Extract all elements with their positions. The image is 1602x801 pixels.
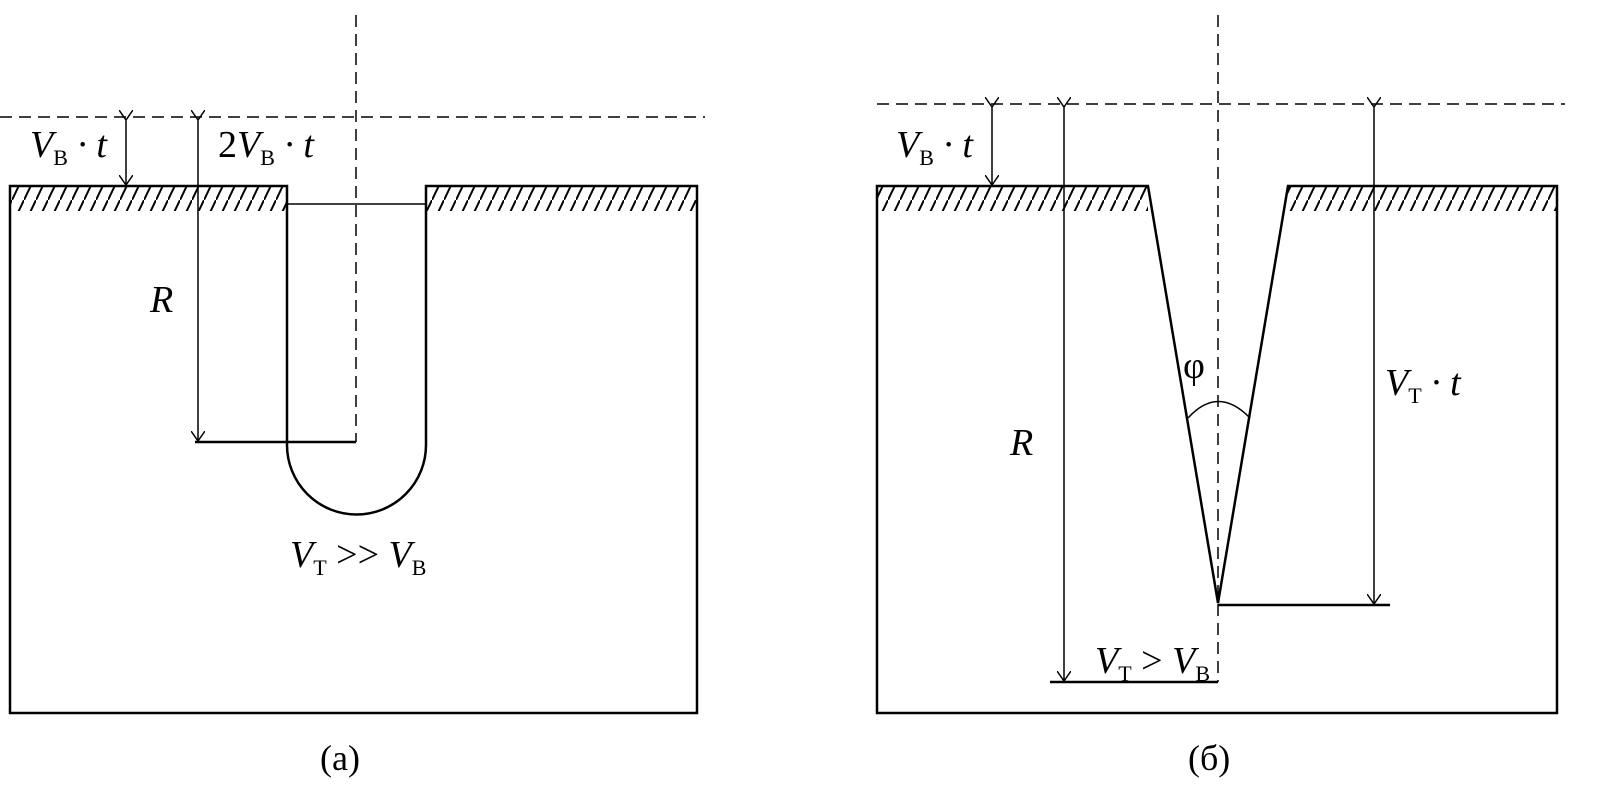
hatching-right-b [1288, 187, 1557, 211]
panel-b: VВ · t φ VТ · t R VТ > VВ (б) [875, 15, 1565, 778]
condition-b: VТ > VВ [1095, 640, 1210, 686]
label-vt-t: VТ · t [1385, 362, 1462, 408]
hatching-left-b [877, 187, 1148, 211]
label-r-b: R [1009, 422, 1033, 464]
substrate-outline-b [875, 184, 1559, 715]
label-r-a: R [149, 279, 173, 321]
caption-a: (а) [320, 738, 360, 778]
angle-arc [1187, 400, 1251, 419]
label-2vb-t: 2VВ · t [218, 124, 315, 170]
hatching-right [426, 187, 697, 211]
panel-a: VВ · t 2VВ · t R VТ >> VВ (а) [0, 15, 705, 778]
caption-b: (б) [1188, 738, 1230, 778]
condition-a: VТ >> VВ [290, 534, 426, 580]
substrate-outline-a [8, 184, 699, 715]
angle-phi: φ [1183, 345, 1205, 387]
hatching-left [10, 187, 287, 211]
label-vb-t-a: VВ · t [30, 124, 108, 170]
label-vb-t-b: VВ · t [896, 124, 974, 170]
